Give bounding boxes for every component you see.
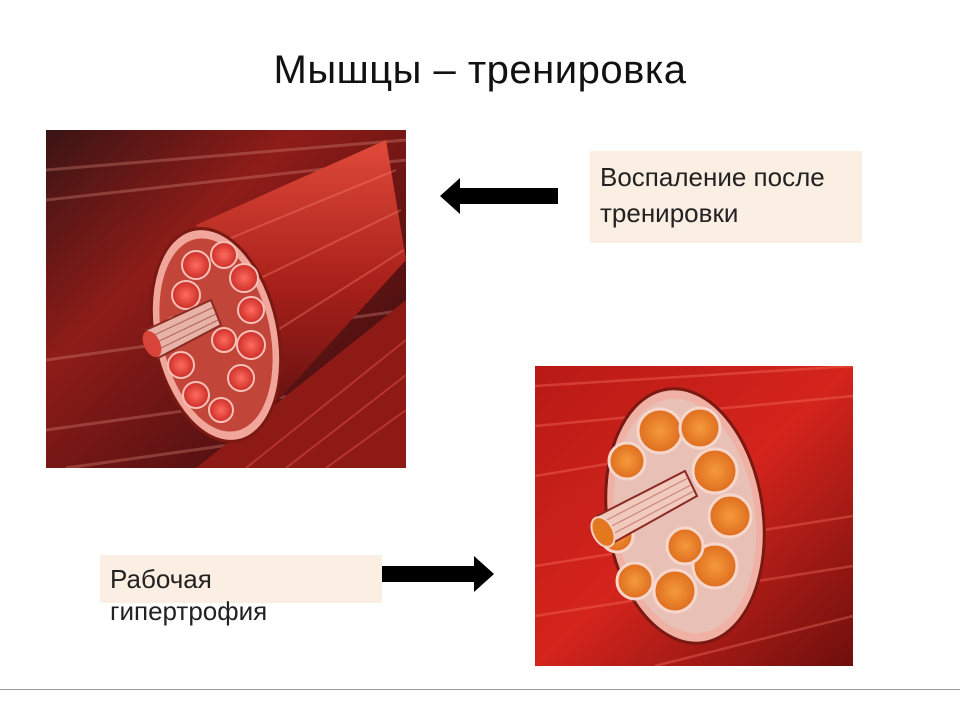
hypertrophy-caption: Рабочая гипертрофия bbox=[100, 555, 382, 626]
slide-title: Мышцы – тренировка bbox=[273, 48, 687, 92]
footer-divider bbox=[0, 689, 960, 690]
arrow-right-icon bbox=[382, 556, 494, 592]
muscle-inflammation-image bbox=[46, 130, 406, 468]
inflammation-caption: Воспаление после тренировки bbox=[590, 151, 862, 243]
arrow-left-icon bbox=[440, 178, 558, 214]
muscle-hypertrophy-image bbox=[535, 366, 853, 666]
